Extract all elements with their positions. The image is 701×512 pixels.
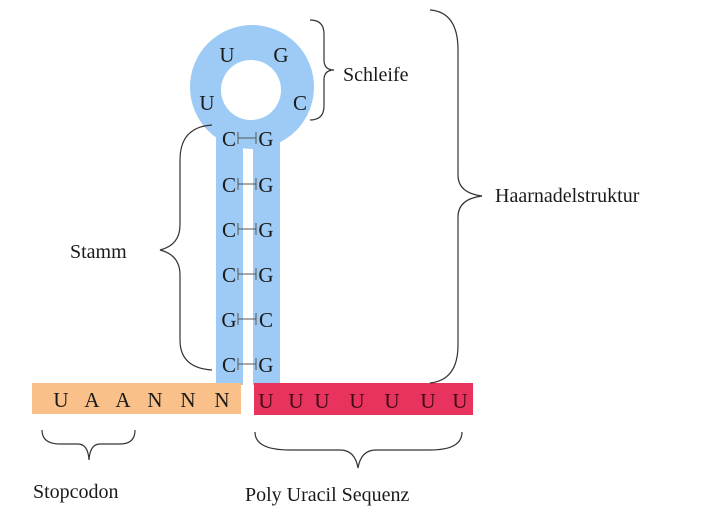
stem-left-base: C: [222, 127, 236, 151]
loop-base: U: [199, 91, 214, 115]
stem-right-base: G: [258, 218, 273, 242]
stem-right-base: G: [258, 263, 273, 287]
stem-left-base: G: [221, 308, 236, 332]
polyu-base: U: [384, 389, 399, 413]
polyu-base: U: [288, 389, 303, 413]
polyu-base: U: [420, 389, 435, 413]
base-pair-bond: [237, 313, 257, 325]
base-pair-bond: [237, 178, 257, 190]
stem-right-base: G: [258, 173, 273, 197]
stem-left-base: C: [222, 218, 236, 242]
stopcodon-base: N: [214, 388, 229, 412]
stem-right-base: G: [258, 127, 273, 151]
stem-left-strand: [216, 120, 243, 385]
stopcodon-brace: [41, 429, 136, 461]
polyu-base: U: [452, 389, 467, 413]
stopcodon-base: N: [180, 388, 195, 412]
loop-brace: [309, 19, 335, 121]
loop-base: G: [273, 43, 288, 67]
base-pair-bond: [237, 223, 257, 235]
polyu-base: U: [258, 389, 273, 413]
base-pair-bond: [237, 132, 257, 144]
polyu-label: Poly Uracil Sequenz: [245, 484, 410, 506]
stem-right-base: C: [259, 308, 273, 332]
hairpin-brace: [429, 9, 483, 384]
polyu-base: U: [349, 389, 364, 413]
stopcodon-bar: [32, 383, 241, 414]
base-pair-bond: [237, 268, 257, 280]
stem-left-base: C: [222, 263, 236, 287]
stopcodon-label: Stopcodon: [33, 481, 119, 503]
polyu-base: U: [314, 389, 329, 413]
stem-left-base: C: [222, 353, 236, 377]
stem-right-base: G: [258, 353, 273, 377]
stopcodon-base: N: [147, 388, 162, 412]
loop-base: C: [293, 91, 307, 115]
loop-label: Schleife: [343, 64, 409, 86]
stem-brace: [159, 124, 213, 371]
polyu-bar: [254, 383, 473, 415]
stem-gap: [243, 150, 253, 385]
loop-hole: [221, 60, 281, 120]
base-pair-bond: [237, 358, 257, 370]
stopcodon-base: A: [84, 388, 100, 412]
stopcodon-base: U: [53, 388, 68, 412]
stem-left-base: C: [222, 173, 236, 197]
stem-label: Stamm: [70, 241, 127, 263]
hairpin-label: Haarnadelstruktur: [495, 185, 640, 207]
polyu-brace: [254, 431, 463, 469]
stem-right-strand: [253, 120, 280, 385]
stopcodon-base: A: [115, 388, 131, 412]
loop-base: U: [219, 43, 234, 67]
